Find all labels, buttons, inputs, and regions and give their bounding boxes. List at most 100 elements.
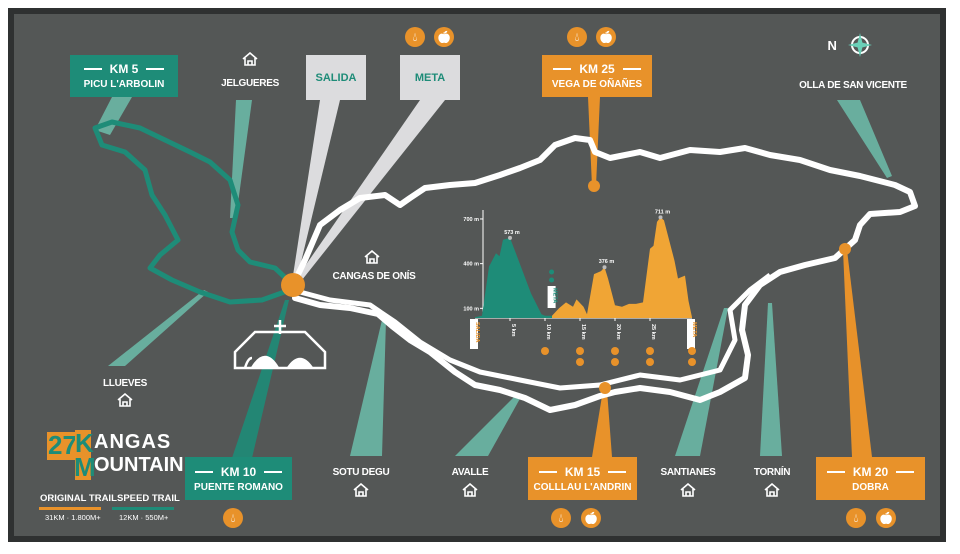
apple-icon <box>646 358 654 366</box>
apple-icon: 🍎︎ <box>434 27 454 47</box>
checkpoint-km: KM 25 <box>553 62 640 76</box>
beam-santianes <box>675 308 728 456</box>
house-icon <box>680 483 696 497</box>
speed-trail-stats: 12KM · 550M+ <box>119 513 169 522</box>
km20-marker[interactable] <box>839 243 851 255</box>
x-tick-label: 15 km <box>580 324 586 340</box>
peak-label: 573 m <box>504 230 520 236</box>
checkpoint-km25[interactable]: KM 25 VEGA DE OÑAÑES <box>542 55 652 97</box>
water-drop-icon <box>541 347 549 355</box>
checkpoint-km15[interactable]: KM 15 COLLLAU L'ANDRIN <box>528 457 637 500</box>
y-tick-label: 700 m <box>463 217 479 223</box>
house-icon <box>117 393 133 407</box>
x-tick-label: 5 km <box>510 324 516 337</box>
pointer-beams <box>95 97 892 458</box>
start-box[interactable]: SALIDA <box>306 55 366 100</box>
x-tick-label: 10 km <box>545 324 551 340</box>
finish-box[interactable]: META <box>400 55 460 100</box>
apple-icon: 🍎︎ <box>876 508 896 528</box>
place-olla: OLLA DE SAN VICENTE <box>799 80 907 91</box>
beam-km10 <box>232 300 289 458</box>
apple-icon <box>688 358 696 366</box>
beam-tornin <box>760 303 782 456</box>
water-drop-icon <box>646 347 654 355</box>
checkpoint-km20[interactable]: KM 20 DOBRA <box>816 457 925 500</box>
house-icon <box>242 52 258 66</box>
logo-number: 27 <box>48 430 77 460</box>
water-drop-icon: 💧︎ <box>846 508 866 528</box>
start-label: SALIDA <box>315 71 357 84</box>
speed-trail-label: SPEED TRAIL <box>117 493 180 504</box>
speed-finish-label: META <box>552 288 558 303</box>
place-avalle: AVALLE <box>451 467 489 478</box>
peak-marker <box>602 265 607 270</box>
logo-m: M <box>74 452 96 482</box>
checkpoint-name: PUENTE ROMANO <box>194 481 283 493</box>
apple-icon <box>611 358 619 366</box>
water-drop-icon: 💧︎ <box>551 508 571 528</box>
checkpoint-km10[interactable]: KM 10 PUENTE ROMANO <box>185 457 292 500</box>
place-llueves: LLUEVES <box>102 378 148 389</box>
beam-olla <box>837 100 892 178</box>
place-cangas: CANGAS DE ONÍS <box>332 271 416 282</box>
compass-rose-icon <box>848 33 872 57</box>
apple-icon <box>576 358 584 366</box>
speed-trail-route <box>92 119 295 305</box>
checkpoint-km5[interactable]: KM 5 PICU L'ARBOLIN <box>70 55 178 97</box>
place-tornin: TORNÍN <box>753 467 791 478</box>
peak-label: 376 m <box>599 259 615 265</box>
peak-marker <box>658 215 663 220</box>
water-drop-icon: 💧︎ <box>405 27 425 47</box>
original-trail-label: ORIGINAL TRAIL <box>40 493 117 504</box>
elevation-area-speed <box>475 237 552 318</box>
x-tick-label: 20 km <box>615 324 621 340</box>
original-trail-bar <box>39 507 101 510</box>
logo-line1: ANGAS <box>94 431 172 453</box>
y-tick-label: 400 m <box>463 262 479 268</box>
chart-start-label-bg <box>470 319 478 349</box>
place-sotu-degu: SOTU DEGU <box>332 467 390 478</box>
logo-line2: OUNTAIN <box>94 454 184 476</box>
water-drop-icon <box>688 347 696 355</box>
chart-end-label-bg <box>687 319 695 349</box>
water-drop-icon: 💧︎ <box>223 508 243 528</box>
original-trail-inner-loop <box>299 273 772 391</box>
beam-llueves <box>108 290 208 366</box>
speed-food-icon <box>549 277 555 283</box>
checkpoint-km: KM 15 <box>539 465 626 479</box>
start-finish-marker[interactable] <box>281 273 305 297</box>
finish-label: META <box>414 71 446 84</box>
km15-marker[interactable] <box>599 382 611 394</box>
beam-jelgueres <box>230 100 252 218</box>
checkpoint-km: KM 10 <box>195 465 282 479</box>
place-santianes: SANTIANES <box>660 467 716 478</box>
elevation-chart: 700 m 400 m 100 m 5 km 10 km 15 km 20 km 25 km 5… <box>463 209 697 366</box>
checkpoint-name: DOBRA <box>852 481 889 493</box>
speed-water-icon <box>549 269 555 275</box>
house-icon <box>353 483 369 497</box>
checkpoint-km: KM 20 <box>827 465 914 479</box>
orange-beams <box>588 97 872 457</box>
water-drop-icon <box>576 347 584 355</box>
place-jelgueres: JELGUERES <box>221 78 279 89</box>
checkpoint-name: VEGA DE OÑAÑES <box>551 79 643 90</box>
beam-km5 <box>95 97 132 135</box>
x-tick-label: 25 km <box>650 324 656 340</box>
kangas-mountain-logo: 27 K M ANGAS OUNTAIN <box>45 428 184 482</box>
speed-finish-bg <box>547 286 556 308</box>
peak-marker <box>508 235 512 240</box>
house-icon <box>462 483 478 497</box>
apple-icon: 🍎︎ <box>596 27 616 47</box>
y-tick-label: 100 m <box>463 306 479 312</box>
speed-trail-bar <box>112 507 174 510</box>
elevation-area-original <box>552 217 692 318</box>
start-finish-beams <box>292 100 445 285</box>
checkpoint-km: KM 5 <box>84 62 165 76</box>
roman-bridge-icon <box>233 320 327 370</box>
checkpoint-name: COLLLAU L'ANDRIN <box>533 481 632 493</box>
peak-label: 711 m <box>655 209 670 215</box>
house-icon <box>764 483 780 497</box>
checkpoint-name: PICU L'ARBOLIN <box>83 79 165 90</box>
km25-marker[interactable] <box>588 180 600 192</box>
